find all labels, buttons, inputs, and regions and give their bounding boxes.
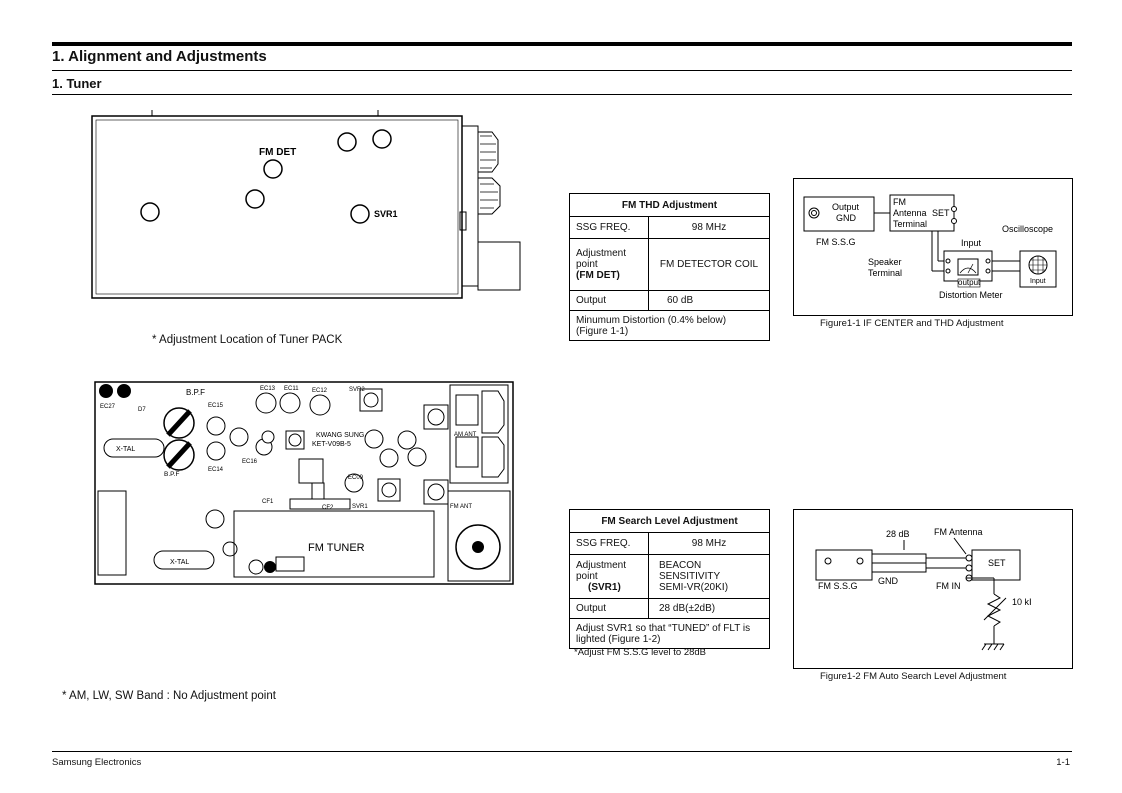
tuner-pcb-drawing: B.P.F B.P.F EC13 EC11 EC12 SVR2 EC15 EC2… (94, 381, 514, 585)
search-adjust-value: BEACON SENSITIVITY SEMI-VR(20KⅠ) (648, 554, 770, 599)
search-output-label: Output (569, 598, 649, 619)
footer-page-number: 1-1 (1056, 757, 1070, 768)
fig1-speaker: Speaker (868, 257, 902, 267)
thd-output-label: Output (569, 290, 649, 311)
fig1-osc-input: Input (1030, 278, 1046, 285)
footer-rule (52, 751, 1072, 752)
thd-adjust-label: Adjustment point (FM DET) (569, 238, 649, 291)
section-rule (52, 94, 1072, 95)
pcb-svr2: SVR2 (349, 387, 365, 393)
pcb-fm-tuner: FM TUNER (308, 542, 365, 554)
thd-output-value: 60 dB (648, 290, 770, 311)
fig1-input: Input (961, 238, 982, 248)
figure-1-1: Output GND FM S.S.G FM Antenna Terminal … (793, 178, 1073, 316)
fig1-distortion-meter: Distortion Meter (939, 290, 1003, 300)
tuner-drawing-caption: * Adjustment Location of Tuner PACK (152, 334, 343, 346)
title-rule (52, 70, 1072, 71)
fig1-speaker-terminal: Terminal (868, 268, 902, 278)
search-adjust-label: Adjustment point (SVR1) (569, 554, 649, 599)
pcb-ec12: EC12 (312, 388, 328, 394)
pcb-kwang-sung: KWANG SUNG (316, 432, 364, 439)
fig1-terminal: Terminal (893, 219, 927, 229)
search-output-value: 28 dB(±2dB) (648, 598, 770, 619)
pcb-xtal-top: X-TAL (116, 446, 135, 453)
fm-det-label: FM DET (259, 147, 296, 158)
pcb-cf2: CF2 (322, 505, 334, 511)
pcb-am-ant: AM ANT (454, 432, 477, 438)
fm-search-title: FM Search Level Adjustment (569, 509, 770, 533)
fig2-fm-in: FM IN (936, 581, 961, 591)
footer-left: Samsung Electronics (52, 757, 142, 768)
pcb-xtal-bottom: X-TAL (170, 559, 189, 566)
tuner-pack-drawing: FM DET SVR1 (91, 110, 521, 299)
fig1-output: Output (832, 202, 860, 212)
fig1-oscilloscope: Oscilloscope (1002, 224, 1053, 234)
fm-search-table: FM Search Level Adjustment SSG FREQ. 98 … (569, 509, 770, 649)
fm-thd-title: FM THD Adjustment (569, 193, 770, 217)
thd-ssg-label: SSG FREQ. (569, 216, 649, 239)
pcb-ec14: EC14 (208, 467, 224, 473)
thd-ssg-value: 98 MHz (648, 216, 770, 239)
fig1-gnd: GND (836, 213, 857, 223)
fig1-antenna: Antenna (893, 208, 927, 218)
figure-1-1-caption: Figure1-1 IF CENTER and THD Adjustment (820, 318, 1004, 329)
fig1-fm-ssg: FM S.S.G (816, 237, 856, 247)
search-footnote: *Adjust FM S.S.G level to 28dB (574, 647, 707, 658)
fig2-fm-ssg: FM S.S.G (818, 581, 858, 591)
pcb-ec09: EC09 (348, 475, 364, 481)
fig2-gnd: GND (878, 576, 899, 586)
search-note: Adjust SVR1 so that “TUNED” of FLT is li… (569, 618, 770, 649)
fig1-dm-output: output (958, 278, 981, 287)
figure-1-2: 28 dB FM Antenna FM S.S.G GND SET FM IN … (793, 509, 1073, 669)
pcb-ec15: EC15 (208, 403, 224, 409)
thd-adjust-value: FM DETECTOR COIL (648, 238, 770, 291)
fig2-fm-antenna: FM Antenna (934, 527, 983, 537)
pcb-ec27: EC27 (100, 404, 116, 410)
pcb-svr1: SVR1 (352, 504, 368, 510)
pcb-bpf-top: B.P.F (186, 388, 205, 397)
pcb-ec13: EC13 (260, 386, 276, 392)
pcb-ec11: EC11 (284, 386, 299, 392)
search-ssg-label: SSG FREQ. (569, 532, 649, 555)
fm-thd-table: FM THD Adjustment SSG FREQ. 98 MHz Adjus… (569, 193, 770, 341)
am-lw-sw-note: * AM, LW, SW Band : No Adjustment point (62, 690, 276, 702)
fig1-fm: FM (893, 197, 906, 207)
pcb-d7: D7 (138, 407, 146, 413)
pcb-ket: KET-V09B-5 (312, 441, 351, 448)
page-title: 1. Alignment and Adjustments (52, 48, 267, 65)
search-ssg-value: 98 MHz (648, 532, 770, 555)
section-title: 1. Tuner (52, 76, 102, 91)
svr1-label: SVR1 (374, 209, 398, 219)
fig2-resistor: 10 kⅠ (1012, 597, 1032, 607)
fig2-set: SET (988, 558, 1006, 568)
pcb-cf1: CF1 (262, 499, 274, 505)
fig2-28db: 28 dB (886, 529, 910, 539)
top-rule (52, 42, 1072, 46)
figure-1-2-caption: Figure1-2 FM Auto Search Level Adjustmen… (820, 671, 1007, 682)
thd-note: Minumum Distortion (0.4% below) (Figure … (569, 310, 770, 341)
pcb-ec16: EC16 (242, 459, 258, 465)
pcb-fm-ant: FM ANT (450, 504, 472, 510)
fig1-set: SET (932, 208, 950, 218)
pcb-bpf-bottom: B.P.F (164, 471, 179, 478)
